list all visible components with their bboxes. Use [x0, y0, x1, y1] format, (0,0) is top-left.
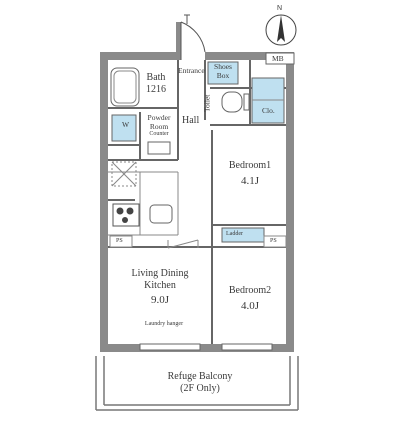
bedroom2-label: Bedroom2 4.0J: [228, 285, 272, 312]
bathtub-fixture: [110, 67, 140, 107]
ladder-shape: [221, 227, 265, 243]
bedroom1-label: Bedroom1 4.1J: [228, 160, 272, 187]
ps-label-right: PS: [270, 238, 277, 244]
bath-label: Bath 1216: [138, 72, 174, 95]
ladder-label: Ladder: [226, 231, 243, 237]
ps-label-left: PS: [116, 238, 123, 244]
mb-label: MB: [272, 54, 284, 63]
powder-room-label: Powder Room Counter: [147, 113, 171, 138]
balcony-area: [95, 356, 299, 411]
bath-name: Bath: [146, 72, 166, 83]
detail-lines: [108, 171, 199, 249]
entrance-label: Entrance: [178, 66, 205, 75]
balcony-label: Refuge Balcony (2F Only): [167, 371, 233, 394]
shoes-box-shape: [207, 61, 239, 85]
closet-label: Clo.: [262, 106, 275, 115]
shoes-box-label: Shoes Box: [214, 62, 232, 80]
compass-icon: [265, 14, 297, 46]
compass-north-label: N: [277, 5, 283, 12]
ps-box-right: [263, 235, 287, 248]
wash-machine-shape: [111, 114, 137, 142]
fridge-space: [111, 161, 137, 187]
stove-fixture: [112, 203, 140, 227]
ps-box-left: [109, 235, 133, 248]
toilet-fixture: [221, 91, 250, 113]
toilet-label: Toilet: [202, 94, 212, 113]
hall-label: Hall: [182, 115, 200, 126]
balcony-sliding-doors: [139, 343, 273, 351]
mb-box: [265, 52, 295, 65]
bath-size: 1216: [146, 83, 166, 95]
ldk-label: Living Dining Kitchen 9.0J: [131, 268, 189, 306]
laundry-hanger-label: Laundry hanger: [144, 321, 184, 327]
kitchen-sink: [149, 204, 173, 224]
wash-machine-label: W: [122, 120, 130, 129]
vanity-sink: [147, 141, 171, 155]
entrance-door: [180, 14, 206, 60]
